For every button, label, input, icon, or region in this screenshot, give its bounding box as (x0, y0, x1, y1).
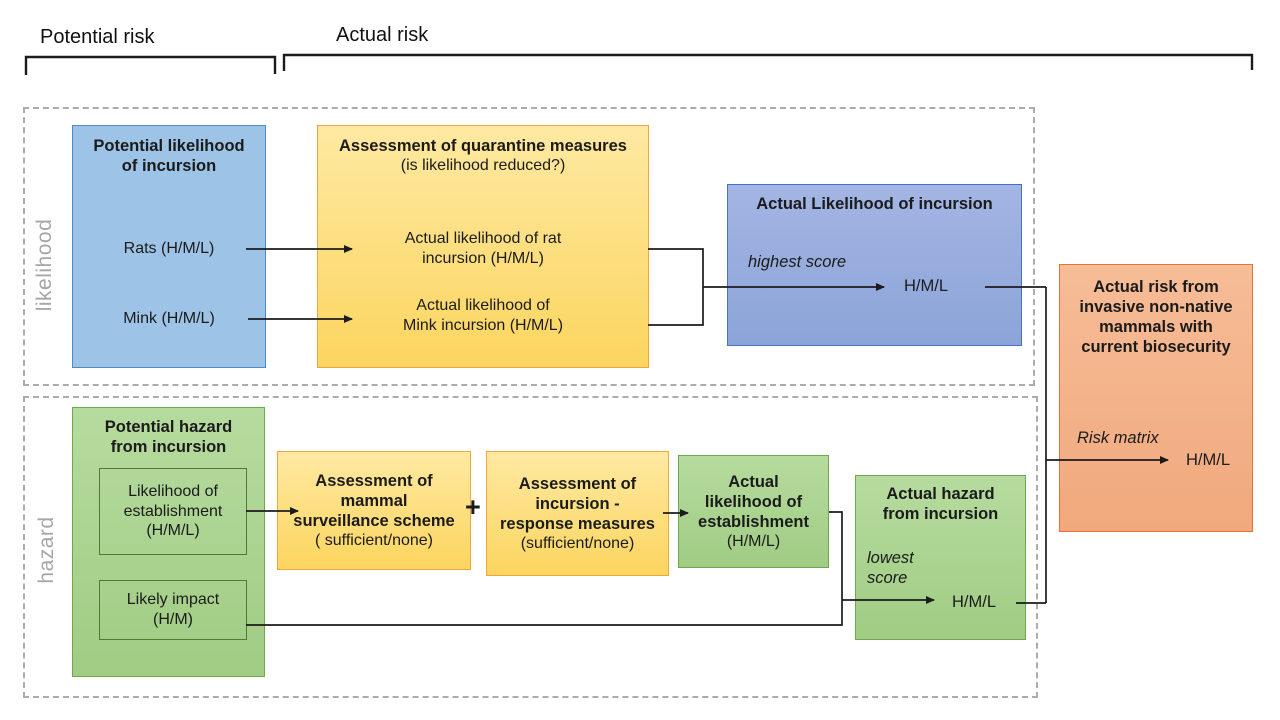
actual-risk-bracket (282, 53, 1254, 71)
quarantine-title: Assessment of quarantine measures (339, 137, 627, 155)
risk-matrix-annotation: Risk matrix (1077, 429, 1159, 447)
hazard-section-frame (23, 396, 1038, 698)
likely-impact-text: Likely impact (H/M) (126, 591, 220, 628)
likelihood-section-frame (23, 107, 1035, 386)
response-subtitle: (sufficient/none) (520, 534, 635, 552)
likelihood-establishment-subbox: Likelihood of establishment (H/M/L) (99, 468, 247, 555)
actual-likelihood-title: Actual Likelihood of incursion (756, 195, 993, 213)
likelihood-establishment-text: Likelihood of establishment (H/M/L) (123, 483, 223, 540)
potential-likelihood-title: Potential likelihood of incursion (93, 137, 245, 176)
quarantine-subtitle: (is likelihood reduced?) (400, 157, 566, 175)
potential-hazard-box: Potential hazard from incursion Likeliho… (72, 407, 265, 677)
surveillance-title: Assessment of mammal surveillance scheme (293, 471, 455, 530)
actual-establishment-box: Actual likelihood of establishment (H/M/… (678, 455, 829, 568)
potential-risk-label: Potential risk (40, 26, 155, 48)
response-assessment-box: Assessment of incursion - response measu… (486, 451, 669, 576)
actual-hazard-box: Actual hazard from incursion lowest scor… (855, 475, 1026, 640)
actual-establishment-subtitle: (H/M/L) (726, 532, 781, 550)
likely-impact-subbox: Likely impact (H/M) (99, 580, 247, 640)
hazard-section-label: hazard (35, 516, 58, 584)
actual-rat-likelihood-item: Actual likelihood of rat incursion (H/M/… (404, 230, 562, 267)
actual-mink-likelihood-item: Actual likelihood of Mink incursion (H/M… (402, 297, 564, 334)
highest-score-annotation: highest score (748, 253, 847, 271)
lowest-score-annotation: lowest score (867, 549, 914, 588)
potential-hazard-title: Potential hazard from incursion (104, 418, 233, 457)
actual-hazard-value: H/M/L (952, 593, 997, 611)
quarantine-assessment-box: Assessment of quarantine measures (is li… (317, 125, 649, 368)
plus-operator: + (465, 492, 481, 522)
actual-likelihood-value: H/M/L (904, 277, 949, 295)
rats-item: Rats (H/M/L) (123, 240, 215, 257)
actual-hazard-title: Actual hazard from incursion (882, 485, 999, 524)
mink-item: Mink (H/M/L) (123, 310, 215, 327)
surveillance-assessment-box: Assessment of mammal surveillance scheme… (277, 451, 471, 570)
actual-risk-title: Actual risk from invasive non-native mam… (1079, 278, 1233, 357)
potential-risk-bracket (24, 55, 277, 75)
actual-establishment-title: Actual likelihood of establishment (698, 472, 809, 531)
actual-risk-box: Actual risk from invasive non-native mam… (1059, 264, 1253, 532)
surveillance-subtitle: ( sufficient/none) (315, 531, 433, 549)
actual-likelihood-box: Actual Likelihood of incursion highest s… (727, 184, 1022, 346)
actual-risk-value: H/M/L (1186, 451, 1231, 469)
actual-risk-label: Actual risk (336, 24, 429, 46)
response-title: Assessment of incursion - response measu… (499, 474, 655, 533)
likelihood-section-label: likelihood (33, 218, 56, 312)
potential-likelihood-box: Potential likelihood of incursion Rats (… (72, 125, 266, 368)
